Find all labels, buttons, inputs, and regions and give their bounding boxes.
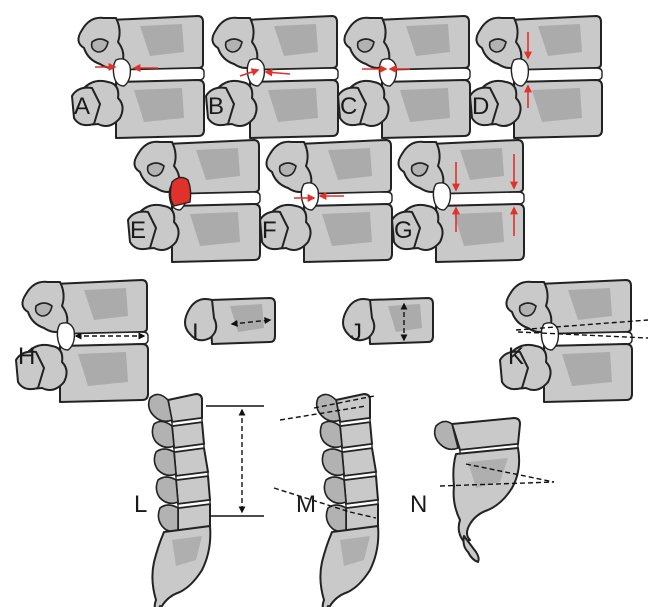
panel-label-a: A [74, 93, 90, 120]
panel-h: H [16, 280, 148, 402]
panel-n: N [410, 418, 554, 562]
panel-g: G [392, 140, 524, 262]
panel-label-n: N [410, 491, 427, 518]
panel-label-d: D [472, 93, 489, 120]
panel-b: B [206, 16, 338, 138]
panel-label-g: G [394, 217, 413, 244]
panel-d: D [470, 16, 602, 138]
panel-label-c: C [340, 93, 357, 120]
panel-j: J [343, 298, 433, 346]
panel-label-m: M [296, 491, 316, 518]
panel-label-i: I [192, 319, 199, 346]
panel-e: E [128, 140, 260, 262]
panel-label-e: E [130, 217, 146, 244]
panel-c: C [338, 16, 470, 138]
panel-label-l: L [134, 491, 147, 518]
panel-l: L [134, 394, 264, 607]
panel-label-k: K [508, 343, 524, 370]
panel-k: K [500, 280, 648, 402]
panel-label-b: B [208, 93, 224, 120]
panel-i: I [185, 298, 275, 346]
panel-m: M [274, 394, 378, 607]
panel-label-f: F [262, 217, 277, 244]
panel-f: F [260, 140, 392, 262]
panel-a: A [72, 16, 204, 138]
panel-label-h: H [18, 343, 35, 370]
panel-label-j: J [350, 319, 362, 346]
